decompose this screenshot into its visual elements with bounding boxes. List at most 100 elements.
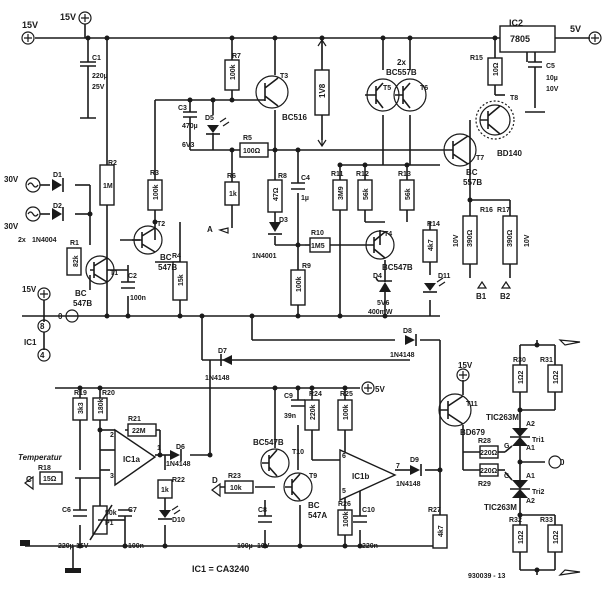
label-t9-type: BC (308, 501, 320, 510)
c8-plates (258, 515, 272, 523)
label-terminal-b1: B1 (476, 292, 487, 301)
label-terminal-a: A (207, 225, 213, 234)
label-c5: C5 (546, 63, 555, 70)
label-r22-value: 1k (161, 487, 169, 494)
label-t2-type: BC (160, 253, 172, 262)
label-p1: P1 (105, 520, 114, 527)
r23-body (224, 480, 254, 494)
label-d5: D5 (205, 115, 214, 122)
label-c3-value: 470µ (182, 123, 198, 130)
r22-body (157, 479, 173, 499)
label-r1: R1 (70, 240, 79, 247)
tri2-symbol (504, 471, 530, 498)
label-r19: R19 (74, 390, 87, 397)
label-d1: D1 (53, 172, 62, 179)
label-d4: D4 (373, 273, 382, 280)
d9-symbol (410, 465, 420, 475)
label-15v-left: 15V (22, 20, 38, 30)
terminal-bottom-arrow-icon (558, 569, 581, 576)
t8-symbol (475, 100, 515, 140)
label-t7: T7 (476, 155, 484, 162)
d7-symbol (222, 355, 232, 365)
label-r8: R8 (278, 173, 287, 180)
label-r8-value: 47Ω (273, 187, 280, 201)
r26-body (337, 509, 353, 536)
label-t4-type: BC547B (382, 263, 413, 272)
label-r23-value: 10k (230, 485, 242, 492)
label-r28: R28 (478, 438, 491, 445)
labels: 15V 15V 5V IC2 7805 30V 30V 15V 8 IC1 4 … (4, 12, 581, 580)
capacitor-bodies (73, 61, 542, 523)
label-c10-value: 220n (362, 543, 378, 550)
terminal-top-arrow-icon (558, 339, 581, 346)
terminal-ground-left-icon (20, 540, 30, 546)
label-t7-type: BC (466, 168, 478, 177)
label-c8-volt: 10V (257, 543, 270, 550)
label-d7: D7 (218, 348, 227, 355)
label-terminal-c: C (26, 475, 32, 484)
label-t1-type: BC (75, 289, 87, 298)
label-d6: D6 (176, 444, 185, 451)
r8-body (267, 179, 283, 213)
label-r24: R24 (309, 391, 322, 398)
label-d12-type: 1N4004 (32, 237, 57, 244)
c7-plates (118, 509, 132, 517)
label-t1-type2: 547B (73, 299, 92, 308)
d3-symbol (269, 222, 281, 232)
label-d9-type: 1N4148 (396, 481, 421, 488)
label-r33-value: 1Ω2 (553, 530, 560, 544)
label-t56-count: 2x (397, 58, 406, 67)
r18-body (39, 471, 63, 485)
label-c6-value: 220µ (58, 543, 74, 550)
r1-body (66, 247, 82, 276)
label-zero: 0 (58, 312, 63, 321)
label-g-top: G (504, 443, 510, 450)
t4-symbol (365, 230, 395, 260)
1v8-arrows-icon (317, 38, 327, 148)
d6-symbol (170, 450, 180, 460)
label-t11-type: BD679 (460, 428, 485, 437)
label-r26-value: 100k (343, 511, 350, 527)
c10-plates (353, 515, 367, 523)
label-p1-value: 50k (105, 510, 117, 517)
terminal-5v-opamp-icon (361, 381, 375, 395)
t2-symbol (132, 225, 163, 255)
diode-symbols (52, 117, 446, 520)
label-r13: R13 (398, 171, 411, 178)
r6-body (224, 181, 240, 206)
label-t2: T2 (157, 221, 165, 228)
label-r14-value: 4k7 (428, 239, 435, 251)
d2-symbol (52, 208, 62, 220)
label-15v-t11: 15V (458, 361, 473, 370)
tri1-symbol (504, 428, 530, 453)
label-r29-value: 220Ω (480, 468, 498, 475)
label-r10-value: 1M5 (311, 243, 325, 250)
label-t6: T6 (420, 85, 428, 92)
label-ic-note: IC1 = CA3240 (192, 564, 249, 574)
label-r33: R33 (540, 517, 553, 524)
label-d10: D10 (172, 517, 185, 524)
label-d8: D8 (403, 328, 412, 335)
label-r15-value: 10Ω (493, 62, 500, 76)
label-r7-value: 100k (230, 64, 237, 80)
label-r16-side: 10V (453, 234, 460, 247)
r29-body (479, 463, 499, 477)
label-r9: R9 (302, 263, 311, 270)
label-15v-ic1: 15V (22, 285, 37, 294)
label-d6-type: 1N4148 (166, 461, 191, 468)
label-c9: C9 (284, 393, 293, 400)
r12-body (357, 179, 373, 211)
label-pin8: 8 (40, 322, 45, 331)
label-a2-bottom: A2 (526, 498, 535, 505)
label-r3: R3 (150, 170, 159, 177)
label-r7: R7 (232, 53, 241, 60)
label-pin2: 2 (110, 432, 114, 439)
label-30v-1: 30V (4, 175, 19, 184)
label-pin4: 4 (40, 351, 45, 360)
label-t10: T10 (292, 449, 304, 456)
label-c3: C3 (178, 105, 187, 112)
t9-symbol (283, 472, 313, 502)
c3-plates (183, 111, 197, 118)
label-d2: D2 (53, 203, 62, 210)
